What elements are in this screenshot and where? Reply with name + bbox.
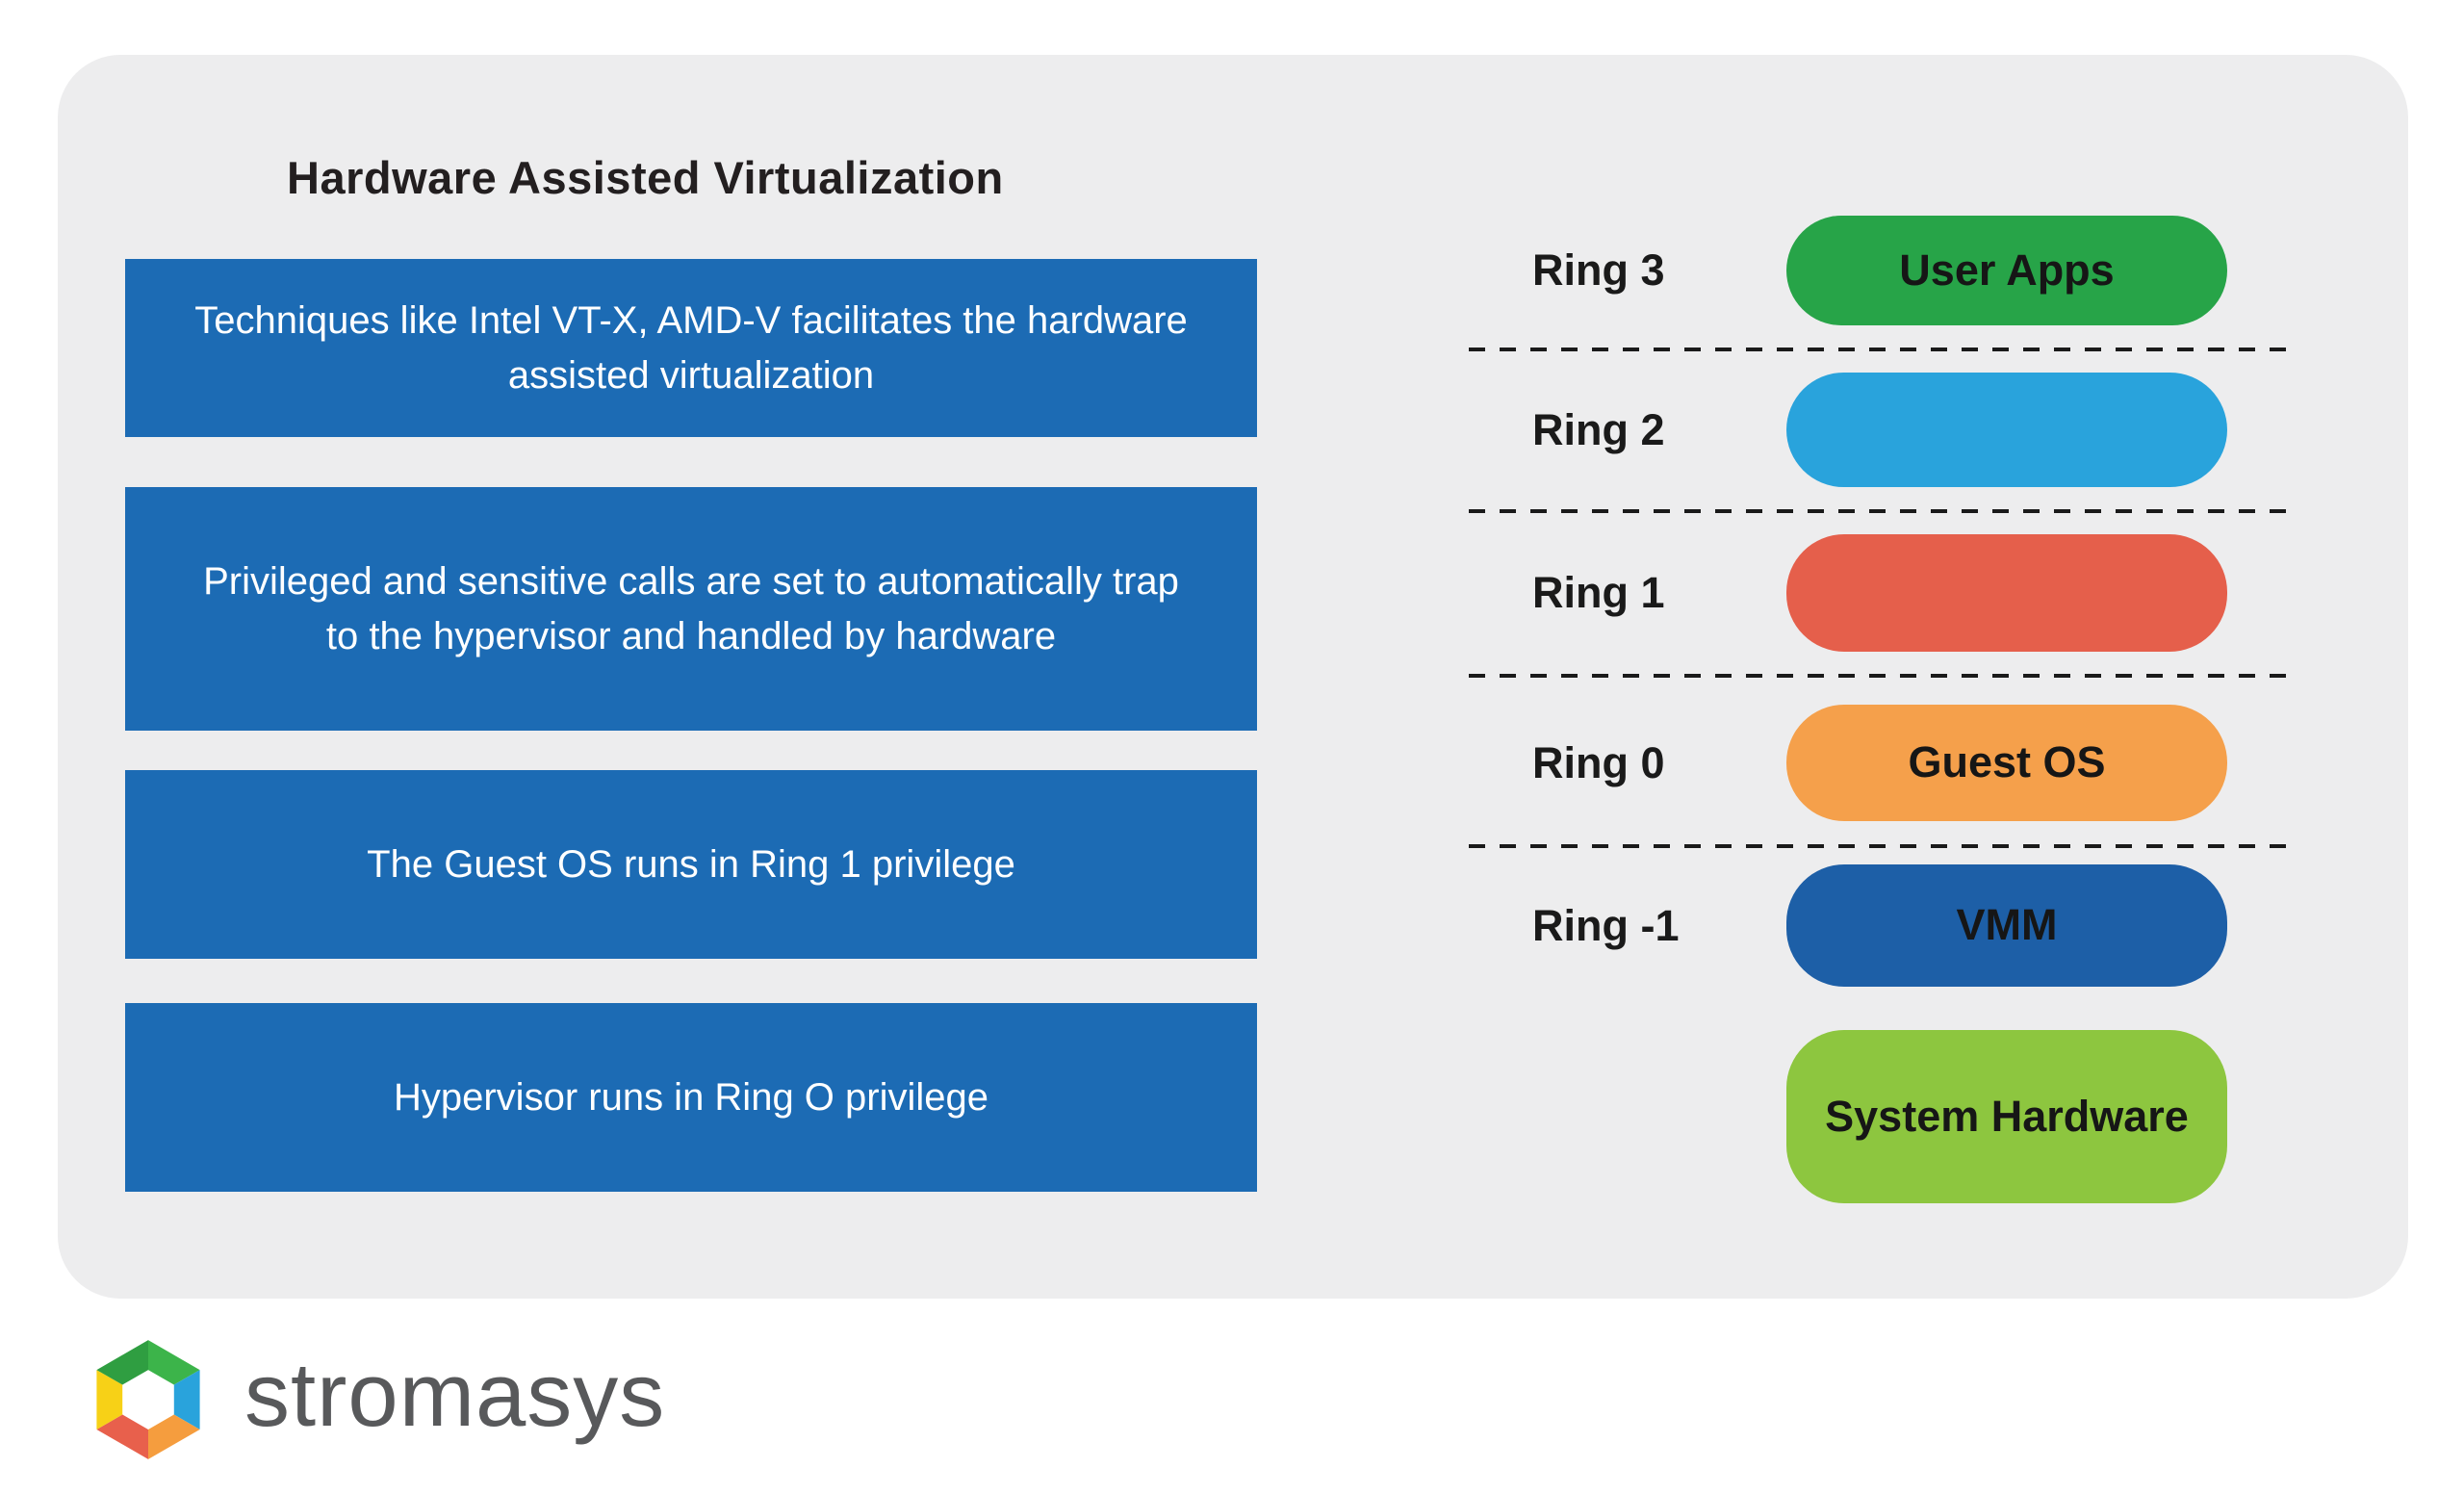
info-box-text: Techniques like Intel VT-X, AMD-V facili…: [194, 298, 1188, 397]
ring-pill-empty-red: [1786, 534, 2227, 652]
info-box-text: Hypervisor runs in Ring O privilege: [393, 1075, 988, 1119]
ring-pill-guest-os: Guest OS: [1786, 705, 2227, 821]
info-box-hypervisor: Hypervisor runs in Ring O privilege: [125, 1003, 1257, 1192]
ring-row-3: Ring 3 User Apps: [1532, 216, 2227, 325]
divider-dashed-line: [1469, 674, 2287, 678]
ring-label: Ring 2: [1532, 404, 1665, 454]
info-box-guest-os: The Guest OS runs in Ring 1 privilege: [125, 770, 1257, 959]
divider-dashed-line: [1469, 348, 2287, 351]
ring-label: Ring 1: [1532, 568, 1665, 617]
ring-label: Ring -1: [1532, 900, 1680, 950]
ring-pill-system-hardware: System Hardware: [1786, 1030, 2227, 1203]
ring-pill-user-apps: User Apps: [1786, 216, 2227, 325]
divider-dashed-line: [1469, 844, 2287, 848]
ring-row-0: Ring 0 Guest OS: [1532, 705, 2227, 821]
divider-dashed-line: [1469, 509, 2287, 513]
ring-pill-text: Guest OS: [1908, 737, 2106, 787]
stromasys-hexagon-icon: [96, 1340, 200, 1459]
ring-pill-text: User Apps: [1899, 245, 2115, 295]
info-box-text: Privileged and sensitive calls are set t…: [203, 559, 1179, 657]
info-box-privileged-calls: Privileged and sensitive calls are set t…: [125, 487, 1257, 731]
logo-text: stromasys: [244, 1344, 666, 1445]
diagram-title: Hardware Assisted Virtualization: [287, 152, 1004, 203]
ring-pill-vmm: VMM: [1786, 864, 2227, 987]
info-box-text: The Guest OS runs in Ring 1 privilege: [367, 842, 1015, 886]
ring-row-2: Ring 2: [1532, 373, 2227, 487]
ring-row-minus-1: Ring -1 VMM: [1532, 864, 2227, 987]
ring-pill-text: System Hardware: [1825, 1091, 2189, 1141]
stromasys-logo: stromasys: [85, 1336, 665, 1463]
diagram-panel: Hardware Assisted Virtualization Techniq…: [58, 55, 2408, 1299]
info-box-techniques: Techniques like Intel VT-X, AMD-V facili…: [125, 259, 1257, 437]
ring-row-system-hardware: System Hardware: [1532, 1030, 2227, 1203]
ring-label: Ring 3: [1532, 245, 1665, 295]
ring-pill-text: VMM: [1956, 900, 2058, 950]
ring-label: Ring 0: [1532, 737, 1665, 787]
ring-pill-empty-blue: [1786, 373, 2227, 487]
ring-row-1: Ring 1: [1532, 534, 2227, 652]
